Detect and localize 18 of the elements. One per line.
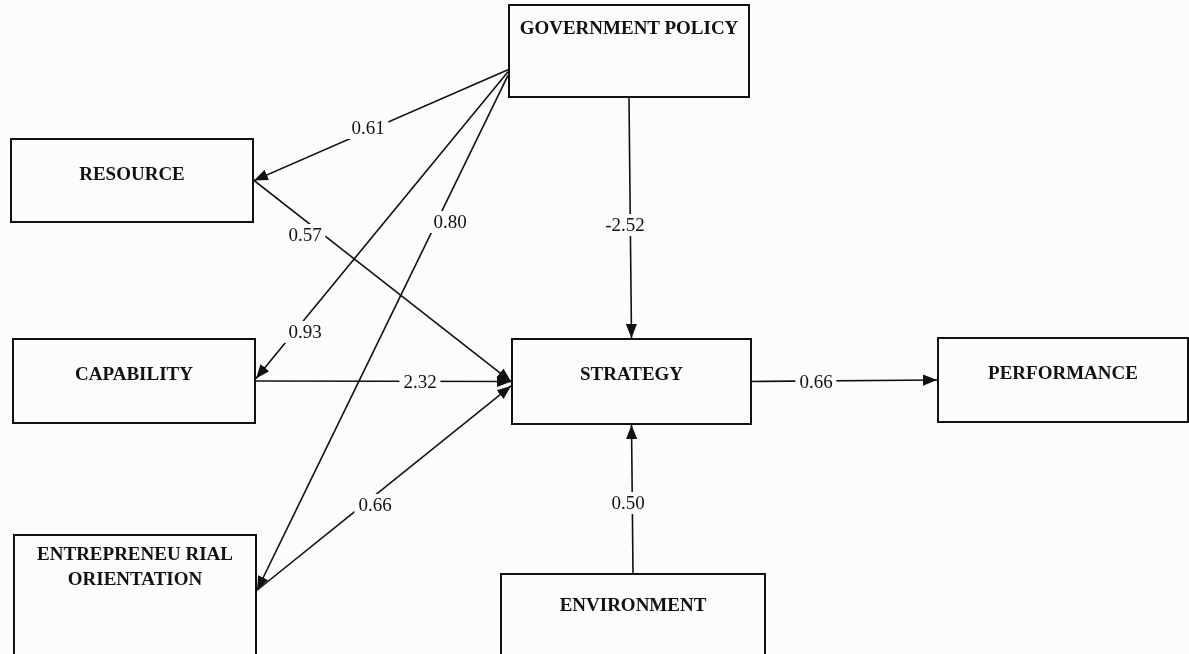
arrow xyxy=(256,385,512,592)
variable-box xyxy=(13,534,257,654)
variable-box xyxy=(500,573,766,654)
arrow xyxy=(253,179,512,383)
variable-name: CAPABILITY xyxy=(75,362,193,386)
variable-name: PERFORMANCE xyxy=(988,361,1138,385)
variable-name: RESOURCE xyxy=(79,162,185,186)
variable-box xyxy=(511,338,752,425)
variable-box xyxy=(937,337,1189,423)
variable-box xyxy=(10,138,254,223)
variable-name: ENTREPRENEU RIAL ORIENTATION xyxy=(36,542,234,591)
variable-name: STRATEGY xyxy=(579,362,684,386)
arrow xyxy=(625,97,637,339)
variable-box xyxy=(12,338,256,424)
variable-name: GOVERNMENT POLICY xyxy=(519,16,739,40)
variable-name: ENVIRONMENT xyxy=(559,593,707,617)
variable-box xyxy=(508,4,750,98)
arrow xyxy=(255,70,509,380)
